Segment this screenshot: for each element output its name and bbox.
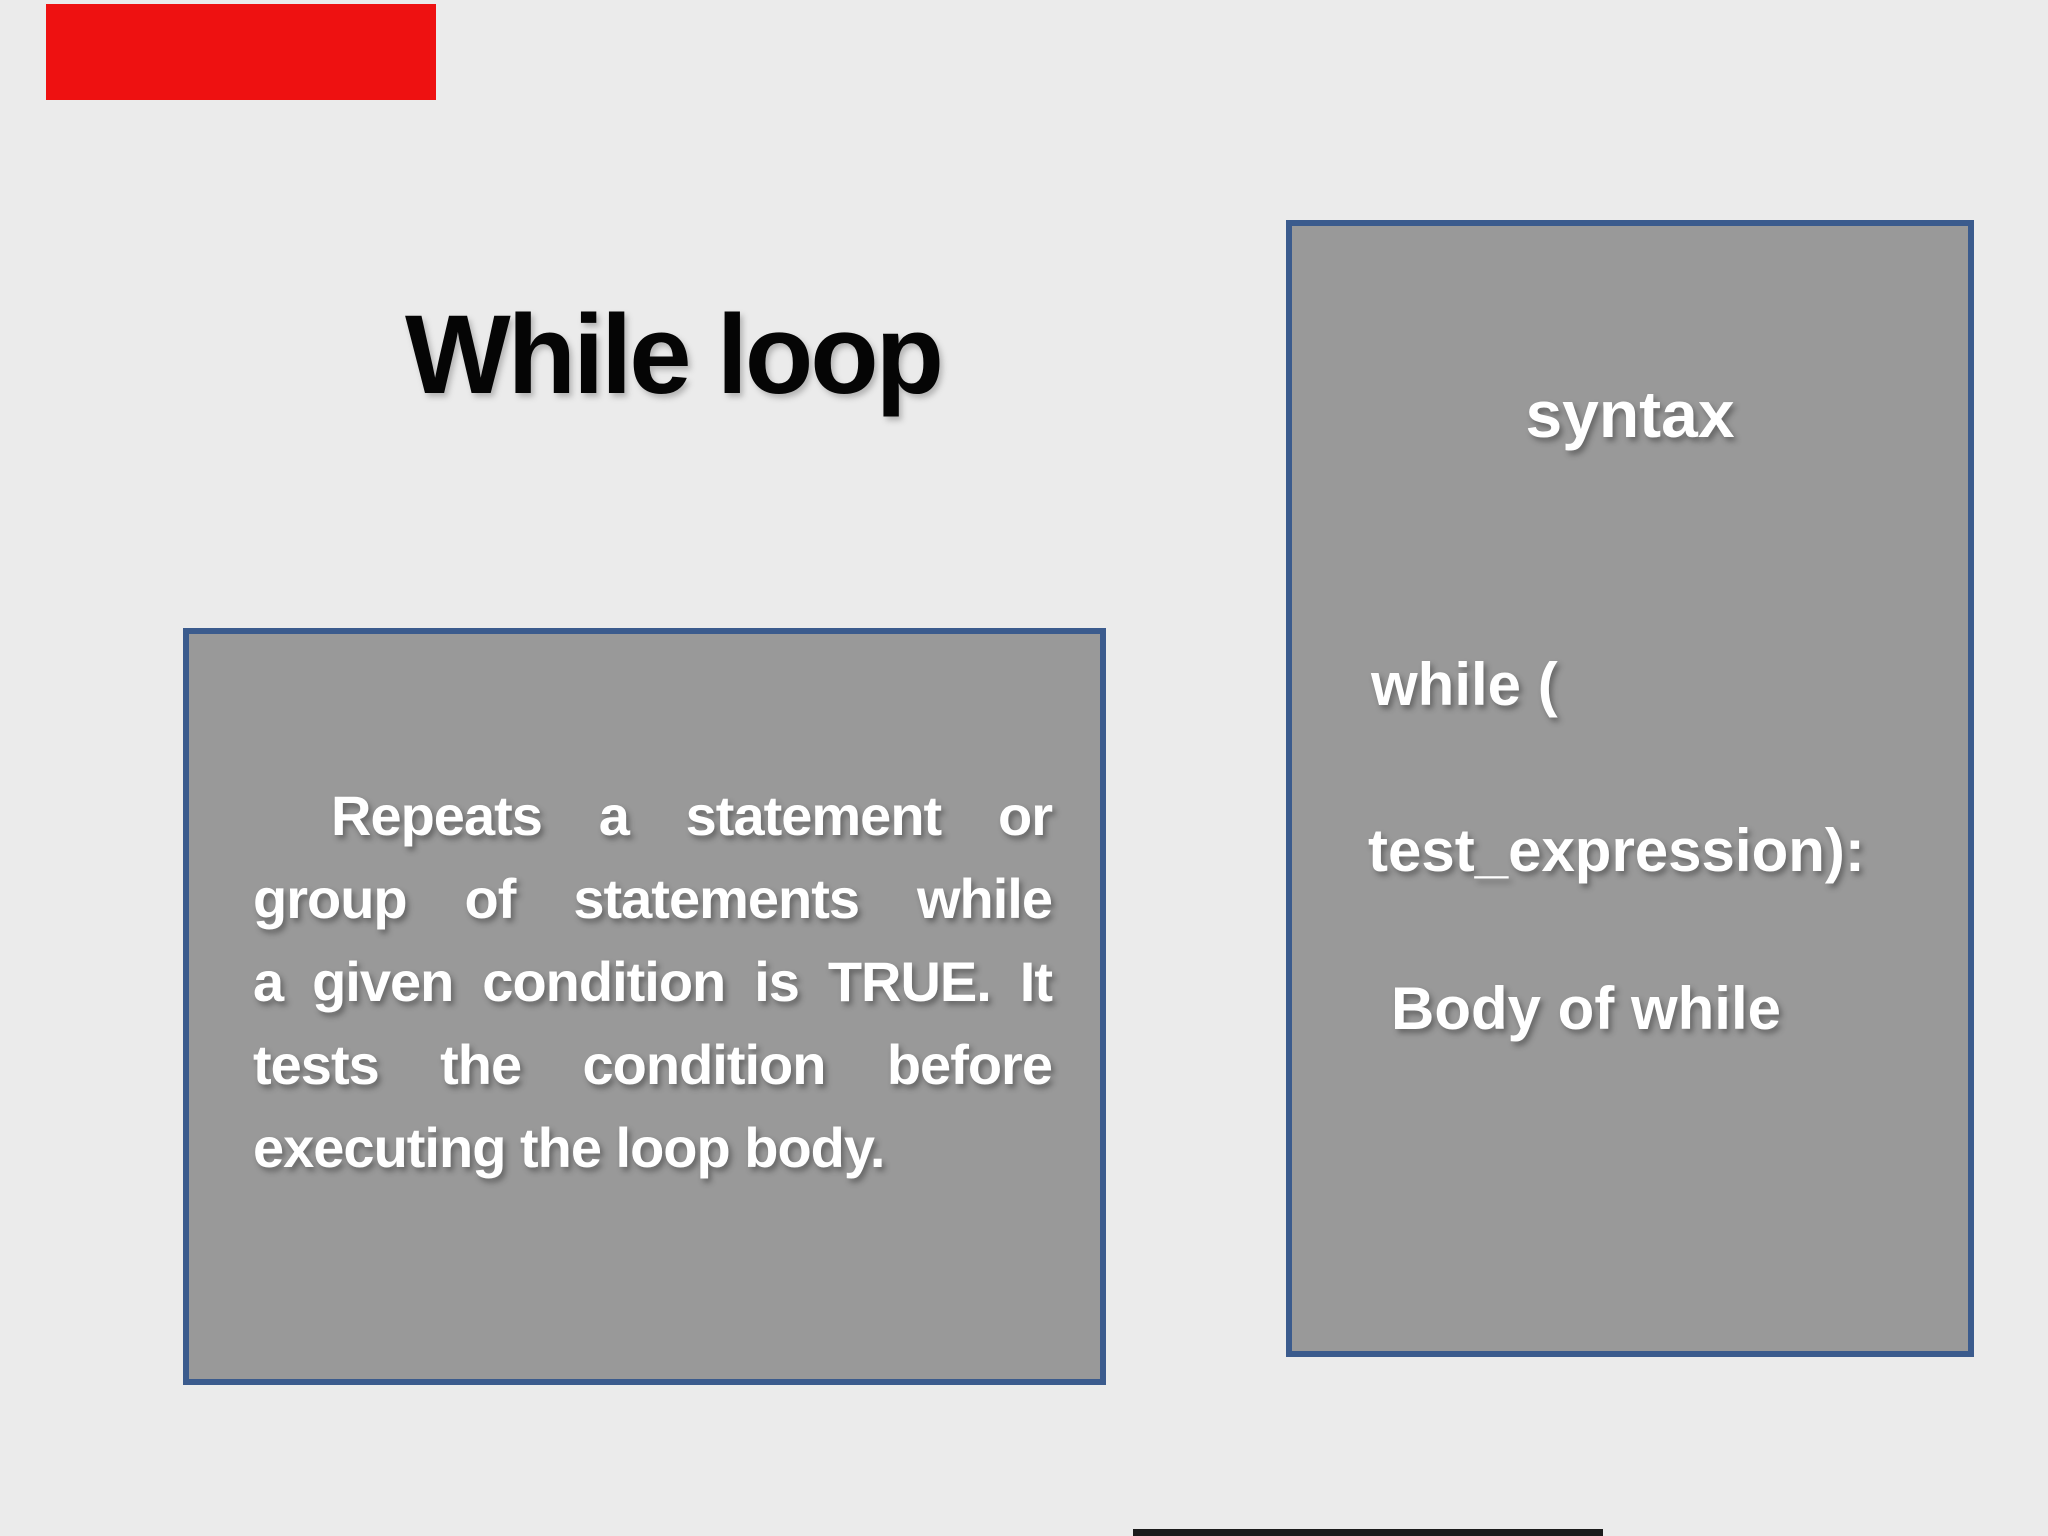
description-line: executing the loop body. bbox=[253, 1116, 885, 1179]
description-line: tests the condition before bbox=[253, 1033, 1053, 1096]
red-accent-bar bbox=[46, 4, 436, 100]
description-box: Repeats a statement or group of statemen… bbox=[183, 628, 1106, 1385]
syntax-heading: syntax bbox=[1525, 377, 1735, 451]
description-line: a given condition is TRUE. It bbox=[253, 950, 1053, 1013]
description-line: group of statements while bbox=[253, 867, 1053, 930]
syntax-line-body: Body of while bbox=[1391, 975, 1781, 1042]
syntax-line-test-expression: test_expression): bbox=[1368, 817, 1865, 884]
description-text: Repeats a statement or group of statemen… bbox=[253, 774, 1053, 1189]
page-title: While loop bbox=[404, 292, 944, 417]
description-line: Repeats a statement or bbox=[331, 784, 1053, 847]
syntax-box: syntax while ( test_expression): Body of… bbox=[1286, 220, 1974, 1357]
syntax-line-while: while ( bbox=[1371, 651, 1558, 718]
bottom-edge-strip bbox=[1133, 1529, 1603, 1536]
